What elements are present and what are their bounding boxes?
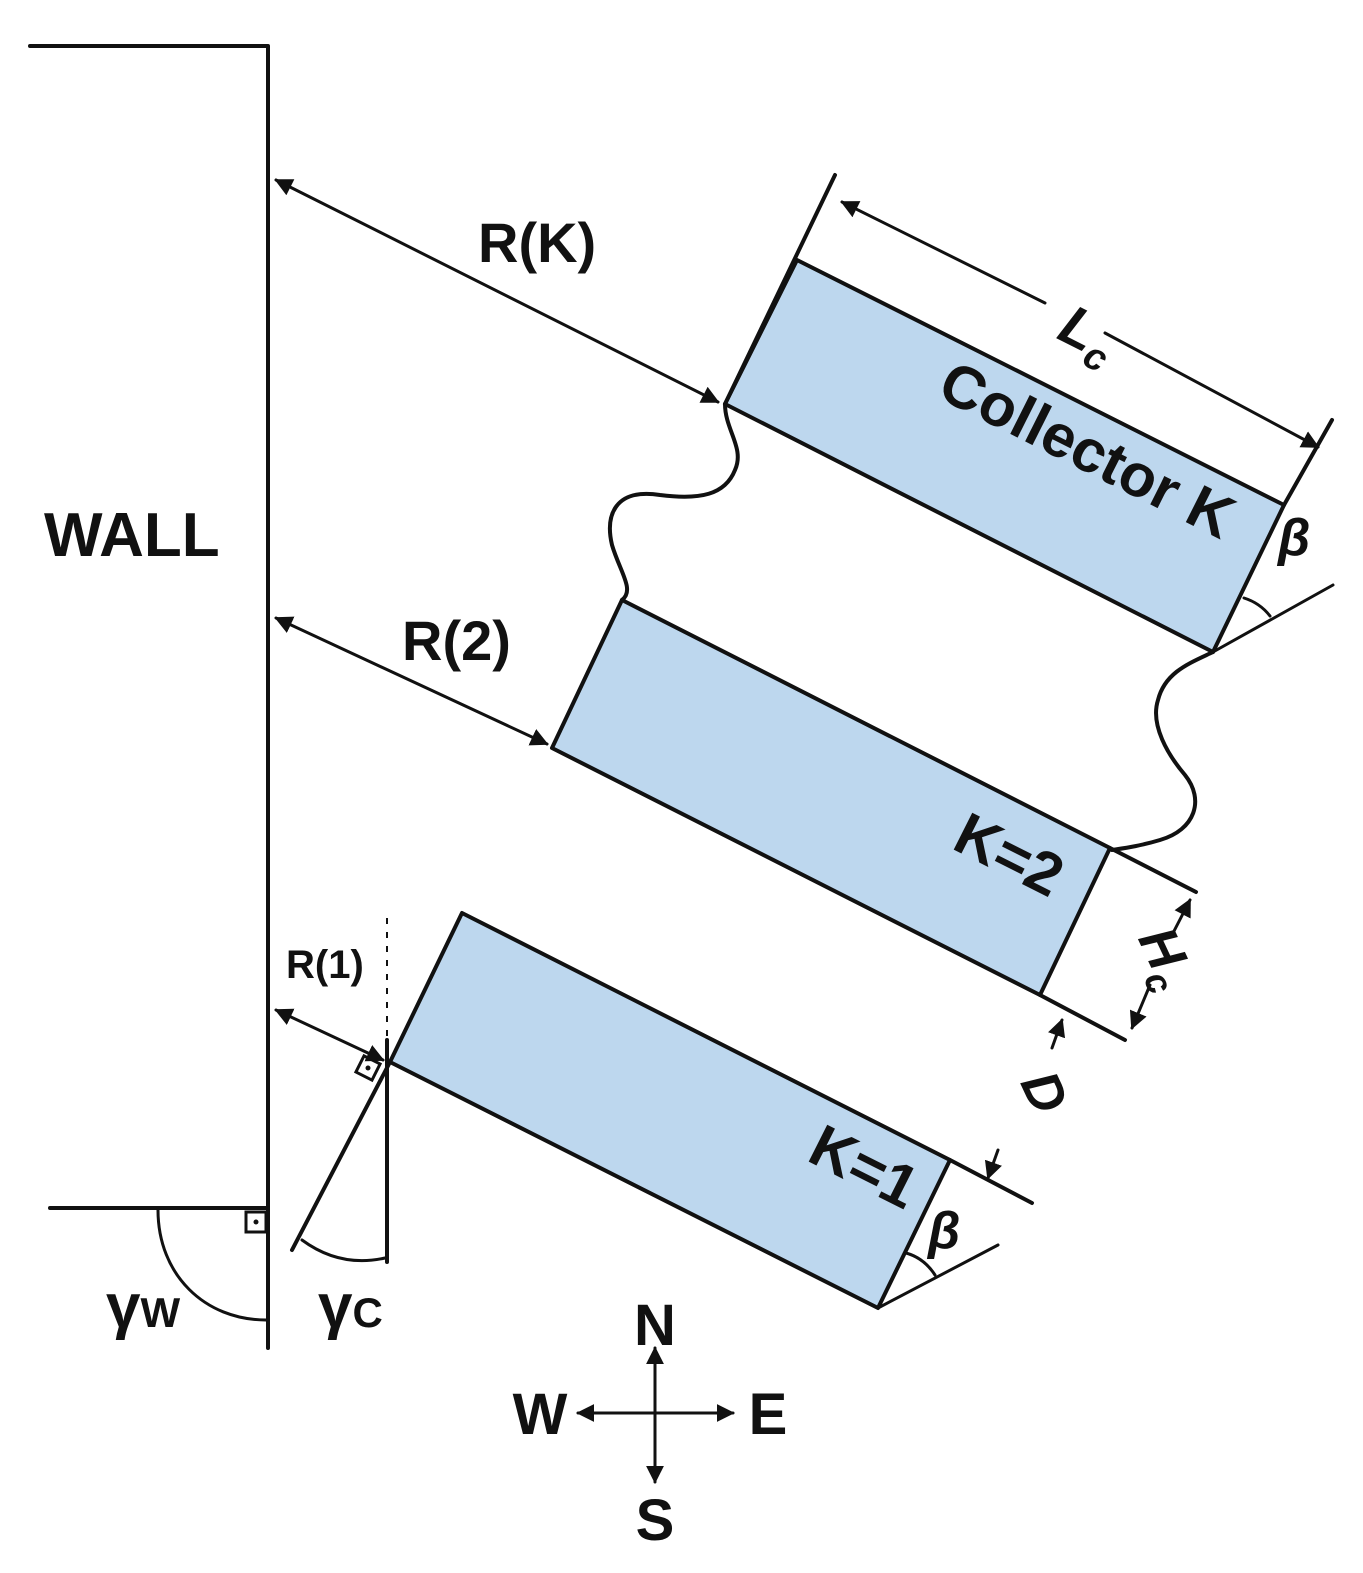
lc-extension-left — [723, 173, 837, 406]
collector-1-edge-extension — [290, 1060, 392, 1252]
collector-2-panel — [550, 598, 1112, 997]
wall-right-angle-dot — [253, 1219, 259, 1225]
r1-right-angle-dot — [365, 1065, 371, 1071]
collector-1: D K=1 β — [290, 911, 1080, 1310]
gamma-w-sub: W — [140, 1289, 180, 1336]
gamma-c-arc — [300, 1238, 387, 1263]
gamma-c-main: γ — [318, 1272, 353, 1341]
d-arrow-bottom — [984, 1148, 1002, 1180]
wall: WALL — [28, 44, 270, 1350]
hc-arrow-top — [1170, 898, 1192, 937]
gamma-w-main: γ — [106, 1272, 141, 1341]
r1-arrow — [274, 1008, 385, 1062]
lc-extension-right — [1282, 418, 1334, 507]
beta-k-arc — [1242, 596, 1272, 618]
r1-label: R(1) — [286, 943, 364, 987]
hc-extension-bottom — [1038, 993, 1127, 1042]
collector-1-panel — [388, 911, 952, 1310]
wall-outline — [28, 44, 270, 1350]
gamma-c-label: γC — [318, 1272, 383, 1341]
wall-right-angle-mark — [244, 1210, 268, 1234]
d-arrow-top — [1048, 1018, 1066, 1050]
wall-label: WALL — [44, 501, 220, 570]
lc-label: Lc — [1046, 292, 1128, 381]
beta-k-label: β — [1276, 509, 1310, 567]
compass-east-label: E — [749, 1382, 788, 1447]
rk-arrow — [274, 178, 720, 404]
gamma-w-label: γW — [106, 1272, 180, 1341]
collector-k: Lc Collector K β — [723, 173, 1335, 654]
hc-arrow-bottom — [1129, 983, 1152, 1030]
d-label: D — [1009, 1062, 1080, 1123]
lc-arrow-left — [840, 200, 1047, 305]
compass-north-label: N — [634, 1293, 676, 1358]
compass-south-label: S — [636, 1488, 675, 1553]
gamma-w-arc — [156, 1208, 268, 1322]
hc-label: Hc — [1119, 918, 1206, 1000]
compass-rose: N S E W — [513, 1293, 788, 1553]
compass-west-label: W — [513, 1382, 568, 1447]
beta-1-baseline — [876, 1243, 1000, 1310]
beta-k-baseline — [1211, 583, 1335, 654]
collector-k-panel — [723, 258, 1286, 654]
lc-arrow-right — [1103, 331, 1320, 449]
rk-label: R(K) — [478, 211, 596, 274]
hc-extension-top — [1108, 846, 1198, 894]
gamma-c-sub: C — [352, 1289, 382, 1336]
collector-2: Hc K=2 — [550, 598, 1206, 1042]
beta-1-arc — [904, 1251, 937, 1277]
break-line-right — [1110, 650, 1215, 852]
d-extension-line — [948, 1158, 1034, 1205]
beta-1-label: β — [926, 1202, 960, 1260]
r2-label: R(2) — [402, 609, 511, 672]
break-line-left — [607, 402, 740, 602]
r2-arrow — [274, 616, 549, 746]
